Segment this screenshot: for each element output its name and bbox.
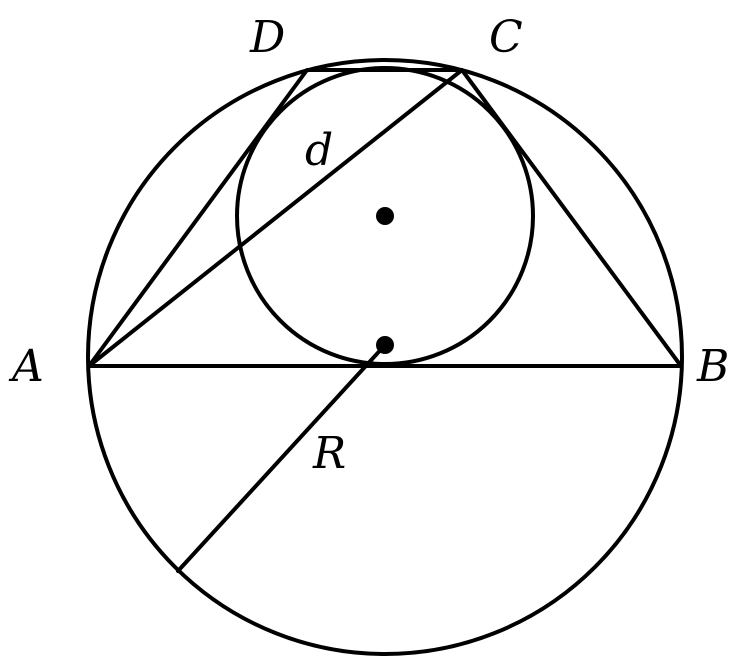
radius-r	[176, 343, 387, 573]
label-radius-r: R	[312, 428, 346, 479]
label-vertex-c: C	[489, 12, 523, 63]
diagonal-ac	[87, 68, 464, 368]
circumcircle-center-dot	[376, 336, 394, 354]
label-vertex-b: B	[696, 341, 729, 392]
label-vertex-d: D	[249, 12, 285, 63]
circumscribed-circle	[86, 58, 684, 656]
incircle-center-dot	[376, 207, 394, 225]
label-vertex-a: A	[8, 341, 44, 392]
label-diagonal-d: d	[305, 125, 333, 176]
